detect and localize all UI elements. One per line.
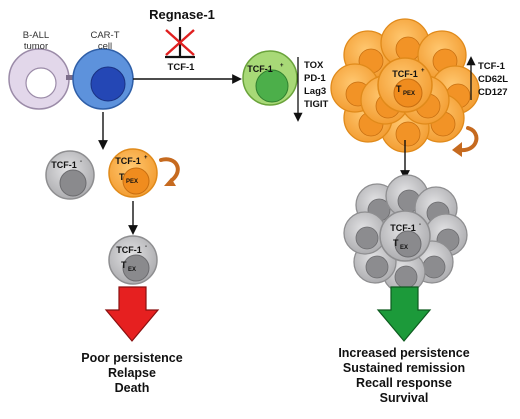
regnase-title: Regnase-1: [149, 7, 215, 22]
downList-item-1: PD-1: [304, 73, 326, 84]
left-tpex-sign: +: [144, 155, 148, 161]
right-tpex-name: T: [396, 84, 402, 94]
left-tpex-sub: PEX: [126, 179, 138, 185]
tpex-cluster-cell: [380, 18, 430, 68]
left-tex-label: TCF-1: [116, 245, 142, 255]
tpex-cluster: [330, 18, 480, 153]
right-tex-name: T: [393, 238, 399, 248]
green-cell-sign: +: [280, 63, 284, 69]
leftOutcomes-item-2: Death: [115, 381, 150, 395]
tex-cell-left: [108, 235, 158, 285]
downList-item-2: Lag3: [304, 86, 326, 97]
right-tex-label: TCF-1: [390, 223, 416, 233]
leftOutcomes-item-0: Poor persistence: [81, 351, 182, 365]
left-neg-label: TCF-1: [51, 160, 77, 170]
left-tex-sign: -: [145, 244, 147, 250]
right-tpex-sub: PEX: [403, 91, 415, 97]
red-cross-icon: [165, 29, 195, 56]
tcf1-cell-green: [242, 50, 298, 106]
left-tex-sub: EX: [128, 267, 136, 273]
tumor-label-line2: tumor: [24, 41, 48, 52]
tpex-cell-left: [108, 148, 158, 198]
green-outcome-arrow: [376, 286, 432, 342]
cart-label-line2: cell: [98, 41, 112, 52]
left-tpex-label: TCF-1: [115, 156, 141, 166]
upList-item-0: TCF-1: [478, 61, 506, 72]
green-cell-label: TCF-1: [247, 64, 273, 74]
tpex-center-cell: [377, 57, 433, 113]
tcf1-negative-cell: [45, 150, 95, 200]
tex-cluster: [343, 174, 468, 294]
downList-item-0: TOX: [304, 60, 324, 71]
rightOutcomes-item-0: Increased persistence: [338, 346, 469, 360]
right-tpex-label: TCF-1: [392, 69, 418, 79]
regnase-target-label: TCF-1: [168, 62, 196, 73]
upList-item-1: CD62L: [478, 74, 508, 85]
right-tex-sign: -: [419, 222, 421, 228]
downList-item-3: TIGIT: [304, 99, 328, 110]
left-tpex-name: T: [119, 172, 125, 182]
upList-item-2: CD127: [478, 87, 508, 98]
self-renewal-arrow-left: [159, 157, 180, 186]
leftOutcomes-item-1: Relapse: [108, 366, 156, 380]
red-outcome-arrow: [104, 286, 160, 342]
tumor-label-line1: B-ALL: [23, 30, 49, 41]
cart-label-line1: CAR-T: [90, 30, 119, 41]
left-tex-name: T: [121, 260, 127, 270]
tex-center-cell: [379, 210, 431, 262]
b-all-tumor-cell: [8, 48, 70, 110]
self-renewal-arrow-right: [452, 126, 479, 157]
right-tpex-sign: +: [421, 68, 425, 74]
car-t-cell: [72, 48, 134, 110]
left-neg-sign: -: [80, 159, 82, 165]
rightOutcomes-item-2: Recall response: [356, 376, 452, 390]
right-tex-sub: EX: [400, 245, 408, 251]
rightOutcomes-item-1: Sustained remission: [343, 361, 465, 375]
rightOutcomes-item-3: Survival: [380, 391, 429, 405]
